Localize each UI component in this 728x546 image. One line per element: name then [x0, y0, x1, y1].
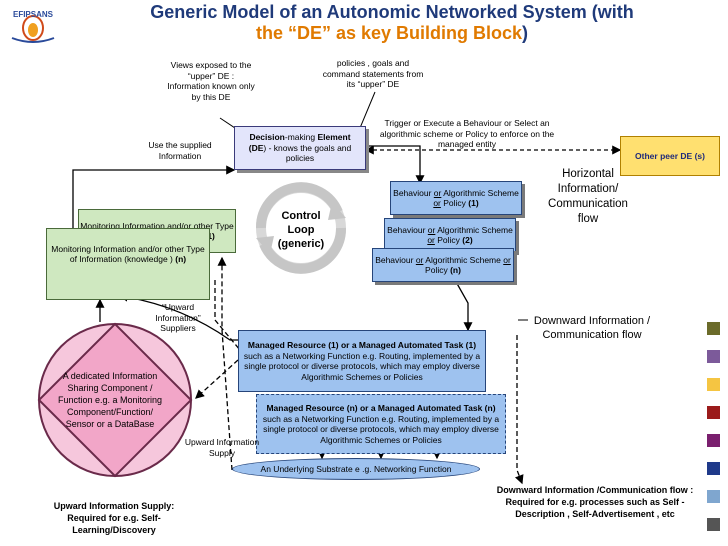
downward-bottom-note: Downward Information /Communication flow…	[496, 485, 694, 519]
side-swatch	[707, 350, 720, 363]
behaviour-2-n: (2)	[462, 235, 473, 245]
side-swatch	[707, 322, 720, 335]
behaviour-1-c: Policy	[440, 198, 469, 208]
side-swatch	[707, 490, 720, 503]
peer-de-label: Other peer DE (s)	[635, 150, 705, 161]
logo-mark-icon	[11, 15, 55, 43]
behaviour-to-managed-line	[454, 279, 473, 332]
behaviour-1-or1: or	[433, 187, 442, 198]
upward-supply-dashed	[217, 256, 233, 471]
behaviour-1-b: Algorithmic Scheme	[441, 187, 519, 198]
managed-n-head: Managed Resource (n) or a Managed Automa…	[266, 403, 496, 413]
policies-arrow	[359, 91, 376, 129]
substrate-ellipse: An Underlying Substrate e .g. Networking…	[232, 458, 480, 480]
monitoring-text-n: Monitoring Information and/or other Type…	[47, 244, 209, 265]
trigger-note: Trigger or Execute a Behaviour or Select…	[379, 118, 555, 149]
title-line-2-end: )	[522, 23, 529, 43]
upward-supply-note: Upward Information Supply	[184, 437, 260, 458]
behaviour-text-2: Behaviour or Algorithmic Scheme or Polic…	[385, 225, 515, 246]
information-sharing-diamond-icon	[37, 322, 193, 478]
managed-resource-box-1: Managed Resource (1) or a Managed Automa…	[238, 330, 486, 392]
logo-text: EFIPSANS	[12, 10, 53, 19]
use-supplied-note: Use the supplied Information	[148, 140, 212, 161]
behaviour-n-or1: or	[415, 254, 424, 265]
horizontal-flow-label: Horizontal Information/ Communication fl…	[548, 168, 628, 225]
control-loop-icon	[255, 182, 347, 274]
behaviour-box-n: Behaviour or Algorithmic Scheme or Polic…	[372, 248, 514, 282]
behaviour-n-a: Behaviour	[375, 254, 416, 265]
de-label-making: -making	[284, 132, 318, 143]
managed-resource-text-n: Managed Resource (n) or a Managed Automa…	[257, 403, 505, 445]
behaviour-n-n: (n)	[450, 265, 461, 275]
decision-making-element-box: Decision-making Element (DE) - knows the…	[234, 126, 366, 170]
behaviour-2-c: Policy	[434, 235, 463, 245]
side-swatch	[707, 462, 720, 475]
monitoring-n-text: Monitoring Information and/or other Type…	[51, 243, 205, 265]
information-sharing-text: A dedicated Information Sharing Componen…	[57, 371, 163, 429]
monitoring-box-n: Monitoring Information and/or other Type…	[46, 228, 210, 300]
behaviour-1-or2: or	[433, 198, 441, 208]
side-swatch	[707, 434, 720, 447]
downward-flow-dashed	[514, 335, 524, 485]
side-swatch	[707, 378, 720, 391]
de-label-de: (DE	[248, 142, 264, 153]
behaviour-1-n: (1)	[468, 198, 479, 208]
policies-goals-note: policies , goals and command statements …	[322, 58, 424, 89]
peer-de-box: Other peer DE (s)	[620, 136, 720, 176]
de-label-element: Element	[317, 132, 351, 143]
title-line-1: Generic Model of an Autonomic Networked …	[150, 2, 634, 22]
control-loop-label: Control Loop (generic)	[277, 210, 325, 250]
behaviour-text-1: Behaviour or Algorithmic Scheme or Polic…	[391, 188, 521, 209]
behaviour-box-1: Behaviour or Algorithmic Scheme or Polic…	[390, 181, 522, 215]
managed-n-body: such as a Networking Function e.g. Routi…	[262, 413, 500, 445]
behaviour-text-n: Behaviour or Algorithmic Scheme or Polic…	[373, 255, 513, 276]
substrate-text: An Underlying Substrate e .g. Networking…	[260, 463, 452, 474]
managed-resource-text-1: Managed Resource (1) or a Managed Automa…	[239, 340, 485, 382]
side-swatch	[707, 518, 720, 531]
behaviour-1-a: Behaviour	[393, 187, 434, 198]
de-down-dashed	[214, 280, 241, 351]
decision-making-element-text: Decision-making Element (DE) - knows the…	[235, 132, 365, 164]
page-title: Generic Model of an Autonomic Networked …	[92, 2, 692, 44]
behaviour-2-b: Algorithmic Scheme	[435, 224, 513, 235]
behaviour-n-or2: or	[503, 254, 511, 265]
title-line-2: the “DE” as key Building Block)	[92, 23, 692, 44]
monitoring-n-n: (n)	[175, 254, 187, 264]
managed-to-diamond-dashed	[195, 359, 239, 399]
de-label-decision: Decision	[249, 132, 285, 143]
logo: EFIPSANS	[4, 0, 62, 44]
upward-bottom-note: Upward Information Supply: Required for …	[53, 501, 175, 535]
behaviour-n-c: Policy	[425, 265, 451, 275]
monitoring-to-de-line	[72, 165, 236, 230]
managed-1-head: Managed Resource (1) or a Managed Automa…	[247, 340, 477, 350]
side-swatch	[707, 406, 720, 419]
behaviour-2-or2: or	[427, 235, 435, 245]
managed-resource-box-n: Managed Resource (n) or a Managed Automa…	[256, 394, 506, 454]
title-line-2-highlight: the “DE” as key Building Block	[255, 23, 523, 43]
behaviour-2-or1: or	[427, 224, 436, 235]
behaviour-2-a: Behaviour	[387, 224, 428, 235]
upward-suppliers-note: “Upward Information” Suppliers	[155, 302, 201, 333]
de-to-behaviour-line	[365, 145, 425, 185]
behaviour-box-2: Behaviour or Algorithmic Scheme or Polic…	[384, 218, 516, 252]
views-exposed-note: Views exposed to the “upper” DE : Inform…	[167, 60, 255, 102]
downward-flow-label: Downward Information / Communication flo…	[533, 315, 651, 341]
behaviour-n-b: Algorithmic Scheme	[423, 254, 504, 265]
de-label-goals: ) - knows the goals and policies	[263, 142, 352, 164]
managed-1-body: such as a Networking Function e.g. Routi…	[243, 350, 481, 382]
